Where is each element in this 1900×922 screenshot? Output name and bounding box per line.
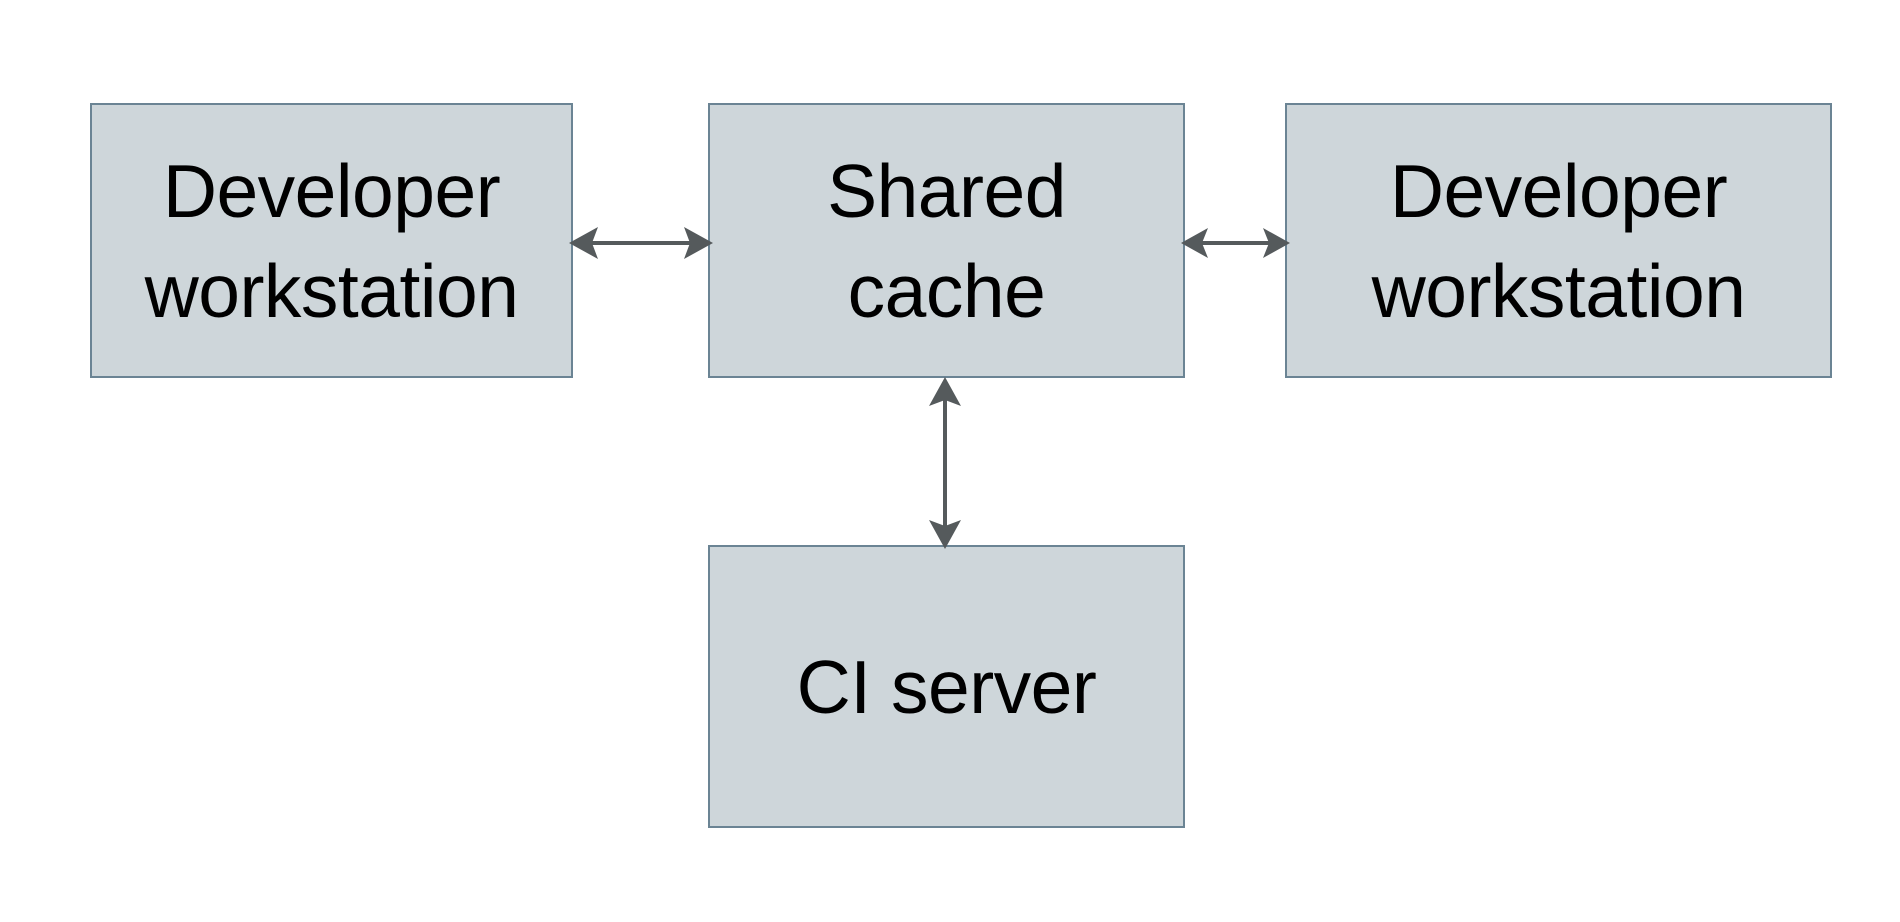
node-label: Developer workstation [1371,148,1746,333]
node-developer-workstation-right[interactable]: Developer workstation [1285,103,1832,378]
edge-left-to-shared-cache-double-arrow-icon[interactable] [566,213,716,273]
node-shared-cache[interactable]: Shared cache [708,103,1185,378]
node-label: Developer workstation [144,148,519,333]
node-label: Shared cache [827,148,1066,333]
edge-shared-cache-to-ci-server-double-arrow-icon[interactable] [915,372,975,552]
node-label: CI server [796,644,1097,729]
node-developer-workstation-left[interactable]: Developer workstation [90,103,573,378]
edge-shared-cache-to-right-double-arrow-icon[interactable] [1178,213,1293,273]
node-ci-server[interactable]: CI server [708,545,1185,828]
